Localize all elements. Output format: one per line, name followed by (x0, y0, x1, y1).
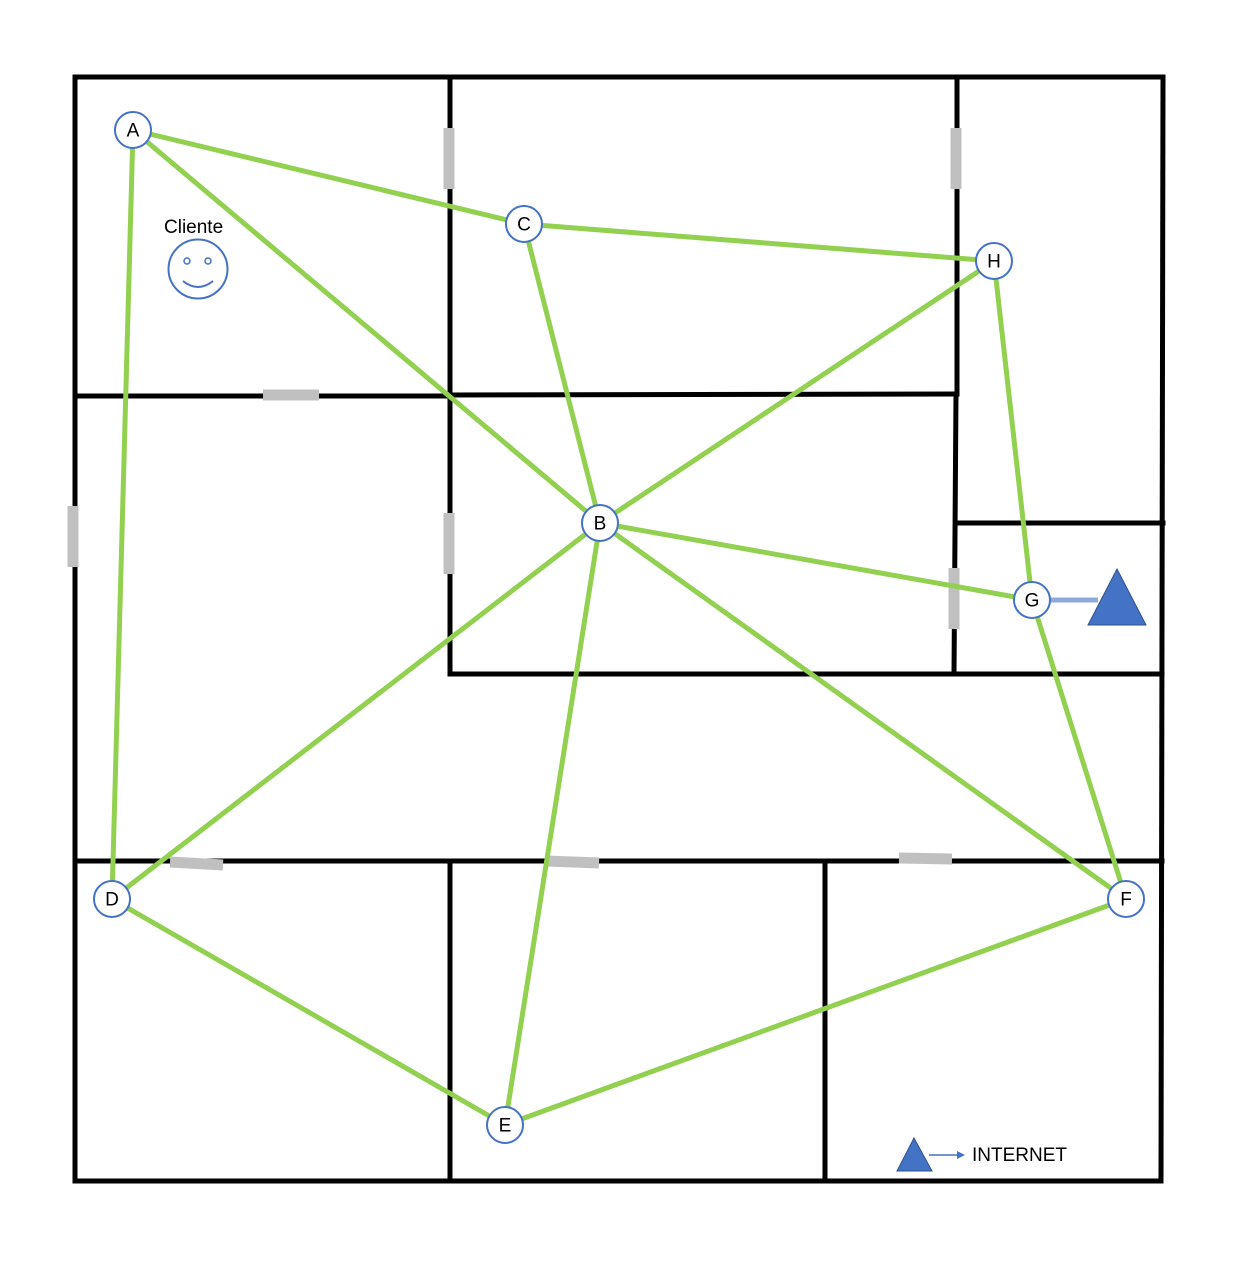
link-a-d (109, 127, 136, 902)
node-circle (1013, 581, 1051, 619)
link-a-b (130, 127, 603, 526)
node-circle (581, 504, 619, 542)
node-h: H (975, 242, 1013, 280)
node-g: G (1013, 581, 1051, 619)
node-b: B (581, 504, 619, 542)
node-label: B (594, 514, 607, 535)
link-h-b (597, 258, 997, 526)
legend-internet-label: INTERNET (972, 1145, 1067, 1166)
link-c-b (521, 221, 603, 526)
mesh-links (109, 127, 1129, 1128)
node-label: D (105, 890, 119, 911)
arrow-right-icon (929, 1151, 965, 1159)
node-label: G (1025, 591, 1040, 612)
node-label: H (987, 252, 1001, 273)
legend: INTERNET (896, 1136, 1067, 1172)
node-label: E (499, 1116, 512, 1137)
node-c: C (505, 205, 543, 243)
door-lower-mid (545, 855, 600, 869)
node-circle (505, 205, 543, 243)
node-e: E (486, 1106, 524, 1144)
door-lower-right (898, 852, 953, 865)
link-b-d (109, 520, 603, 902)
link-b-e (502, 520, 603, 1128)
node-circle (486, 1106, 524, 1144)
door-lower-left (169, 856, 224, 871)
link-b-f (597, 520, 1129, 902)
link-g-f (1029, 597, 1129, 902)
client-group: Cliente (164, 217, 229, 300)
link-c-h (521, 221, 997, 264)
node-f: F (1107, 880, 1145, 918)
node-label: A (127, 121, 140, 142)
node-circle (114, 111, 152, 149)
node-circle (93, 880, 131, 918)
node-a: A (114, 111, 152, 149)
node-label: C (517, 215, 531, 236)
wall-upper-horizontal-mid (447, 391, 960, 398)
smiley-face-icon (167, 238, 229, 300)
mesh-nodes: A B C D E F G H (93, 111, 1145, 1144)
wall-room-b-right (951, 391, 959, 677)
node-circle (975, 242, 1013, 280)
walls (72, 74, 1166, 1184)
link-a-c (130, 127, 527, 227)
link-d-e (109, 896, 508, 1128)
link-e-f (502, 896, 1129, 1128)
node-d: D (93, 880, 131, 918)
client-label: Cliente (164, 217, 223, 238)
triangle-icon (896, 1136, 933, 1172)
doors (67, 128, 962, 871)
triangle-gateway-icon (1087, 567, 1147, 626)
link-b-g (597, 520, 1035, 603)
link-h-g (991, 258, 1035, 603)
node-label: F (1120, 890, 1132, 911)
outer-wall-right (1158, 74, 1166, 1184)
node-circle (1107, 880, 1145, 918)
